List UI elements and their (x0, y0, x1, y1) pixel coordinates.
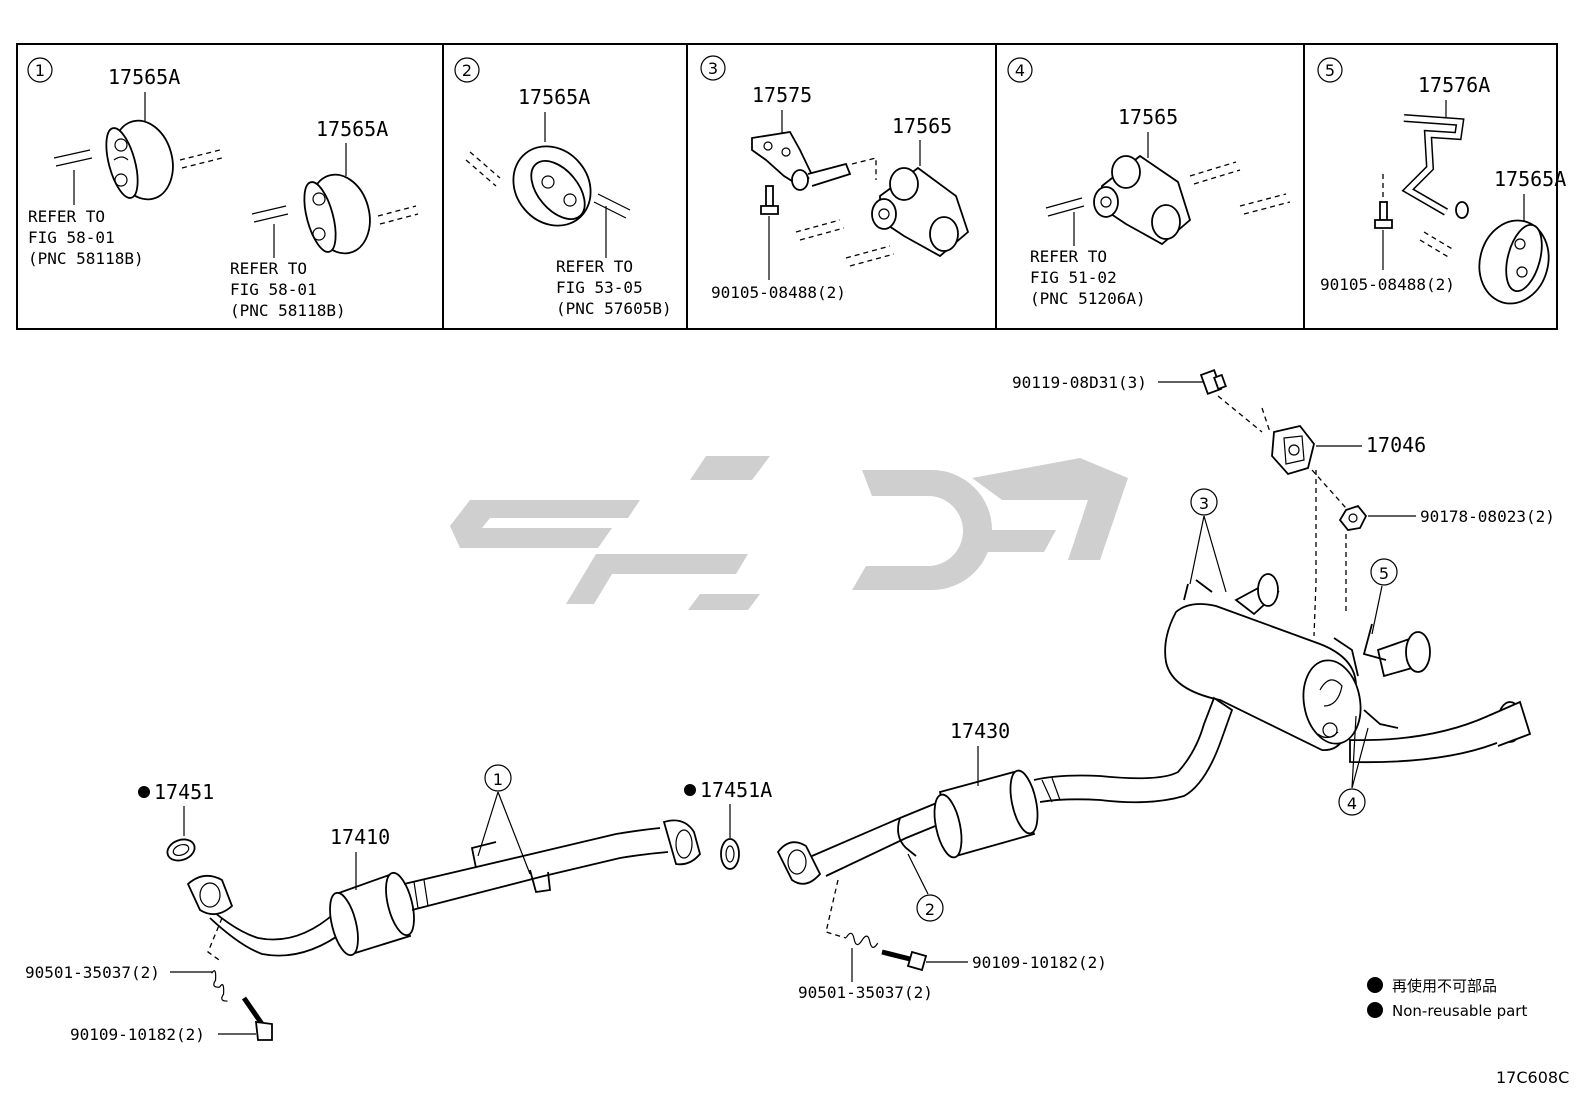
part-label-90501-left: 90501-35037(2) (25, 963, 160, 982)
panel-number-1: 1 (27, 57, 53, 83)
callout-5: 5 (1370, 558, 1398, 635)
callout-3: 3 (1189, 488, 1227, 593)
figure-code: 17C608C (1496, 1068, 1569, 1087)
part-label-90105-p3: 90105-08488(2) (711, 283, 846, 302)
panel-number-4: 4 (1007, 57, 1033, 83)
part-label-90119: 90119-08D31(3) (1012, 373, 1147, 392)
svg-text:2: 2 (925, 900, 935, 919)
part-label-17565A-2: 17565A (518, 85, 590, 109)
bracket-icon (751, 131, 852, 191)
svg-text:3: 3 (708, 59, 718, 78)
ref-text-line: (PNC 57605B) (556, 299, 672, 318)
rubber-mount-icon (1093, 154, 1192, 246)
inset-panel-1: 1 17565A REFER TO FIG 58-01 (PNC 58118B)… (27, 57, 419, 320)
rubber-mount-icon (303, 173, 371, 255)
part-label-17046: 17046 (1366, 433, 1426, 457)
ref-text-line: FIG 51-02 (1030, 268, 1117, 287)
part-label-17410: 17410 (330, 825, 390, 849)
center-hardware: 90109-10182(2) 90501-35037(2) (798, 879, 1107, 1002)
nut-icon (1338, 504, 1368, 531)
svg-text:5: 5 (1379, 564, 1389, 583)
gasket-17451: 17451 (138, 780, 214, 862)
ref-text-line: FIG 58-01 (28, 228, 115, 247)
callout-1: 1 (477, 764, 531, 875)
ref-text-line: (PNC 58118B) (230, 301, 346, 320)
rubber-mount-icon (512, 145, 592, 227)
legend-text-jp: 再使用不可部品 (1392, 977, 1497, 995)
part-label-17565A-1a: 17565A (108, 65, 180, 89)
rubber-mount-icon (1478, 219, 1550, 305)
ref-text-line: (PNC 51206A) (1030, 289, 1146, 308)
part-label-17576A: 17576A (1418, 73, 1490, 97)
part-label-17451A: 17451A (700, 778, 772, 802)
spring-icon (845, 932, 879, 948)
bracket-rod-icon (1401, 114, 1469, 219)
watermark-logo (450, 456, 1128, 610)
part-label-17451: 17451 (154, 780, 214, 804)
panel-number-3: 3 (700, 55, 726, 81)
bolt-icon (241, 996, 273, 1041)
front-pipe-17410: 17410 (186, 819, 701, 957)
svg-text:1: 1 (493, 770, 503, 789)
hanger-hardware: 90119-08D31(3) 17046 90178-08023(2) (1012, 369, 1555, 637)
center-pipe-17430: 17430 (776, 696, 1234, 885)
part-label-90109-left: 90109-10182(2) (70, 1025, 205, 1044)
callout-4: 4 (1338, 715, 1369, 816)
svg-text:5: 5 (1325, 61, 1335, 80)
part-label-17565A-p5: 17565A (1494, 167, 1566, 191)
front-hardware: 90501-35037(2) 90109-10182(2) (25, 917, 273, 1044)
bolt-icon (881, 949, 928, 972)
inset-panel-2: 2 17565A REFER TO FIG 53-05 (PNC 57605B) (454, 57, 672, 318)
ref-text-line: REFER TO (556, 257, 633, 276)
svg-text:4: 4 (1347, 794, 1357, 813)
gasket-17451A: 17451A (684, 778, 772, 870)
part-label-17565-p4: 17565 (1118, 105, 1178, 129)
callout-2: 2 (907, 853, 944, 922)
rubber-mount-icon (871, 166, 970, 258)
svg-text:3: 3 (1199, 494, 1209, 513)
ref-text-line: (PNC 58118B) (28, 249, 144, 268)
inset-panel-frame (16, 43, 1558, 330)
legend-text-en: Non-reusable part (1392, 1002, 1527, 1020)
svg-text:4: 4 (1015, 61, 1025, 80)
panel-number-5: 5 (1317, 57, 1343, 83)
ref-text-line: FIG 53-05 (556, 278, 643, 297)
bolt-icon (760, 185, 779, 215)
part-label-17430: 17430 (950, 719, 1010, 743)
rubber-mount-icon (105, 119, 174, 201)
part-label-90501-mid: 90501-35037(2) (798, 983, 933, 1002)
legend-bullet (1367, 1002, 1383, 1018)
legend: 再使用不可部品 Non-reusable part (1367, 977, 1527, 1020)
panel-number-2: 2 (454, 57, 480, 83)
part-label-17565: 17565 (892, 114, 952, 138)
ref-text-line: REFER TO (1030, 247, 1107, 266)
legend-bullet (1367, 977, 1383, 993)
spring-icon (211, 970, 228, 1002)
svg-text:2: 2 (462, 61, 472, 80)
bolt-icon (1374, 201, 1393, 229)
ref-text-line: REFER TO (230, 259, 307, 278)
inset-panel-4: 4 17565 REFER TO FIG 51-02 (PNC 51206A) (1007, 57, 1291, 308)
ref-text-line: FIG 58-01 (230, 280, 317, 299)
svg-text:1: 1 (35, 61, 45, 80)
inset-panel-3: 3 17575 17565 90105-08488(2) (700, 55, 970, 302)
bracket-17046-icon (1271, 424, 1315, 476)
part-label-90178: 90178-08023(2) (1420, 507, 1555, 526)
rear-muffler (1164, 573, 1532, 764)
nut-icon (1199, 369, 1227, 395)
part-label-90109-mid: 90109-10182(2) (972, 953, 1107, 972)
part-label-90105-p5: 90105-08488(2) (1320, 275, 1455, 294)
ref-text-line: REFER TO (28, 207, 105, 226)
part-label-17575: 17575 (752, 83, 812, 107)
inset-panel-5: 5 17576A 17565A 90105-08488(2) (1317, 57, 1566, 305)
part-label-17565A-1b: 17565A (316, 117, 388, 141)
